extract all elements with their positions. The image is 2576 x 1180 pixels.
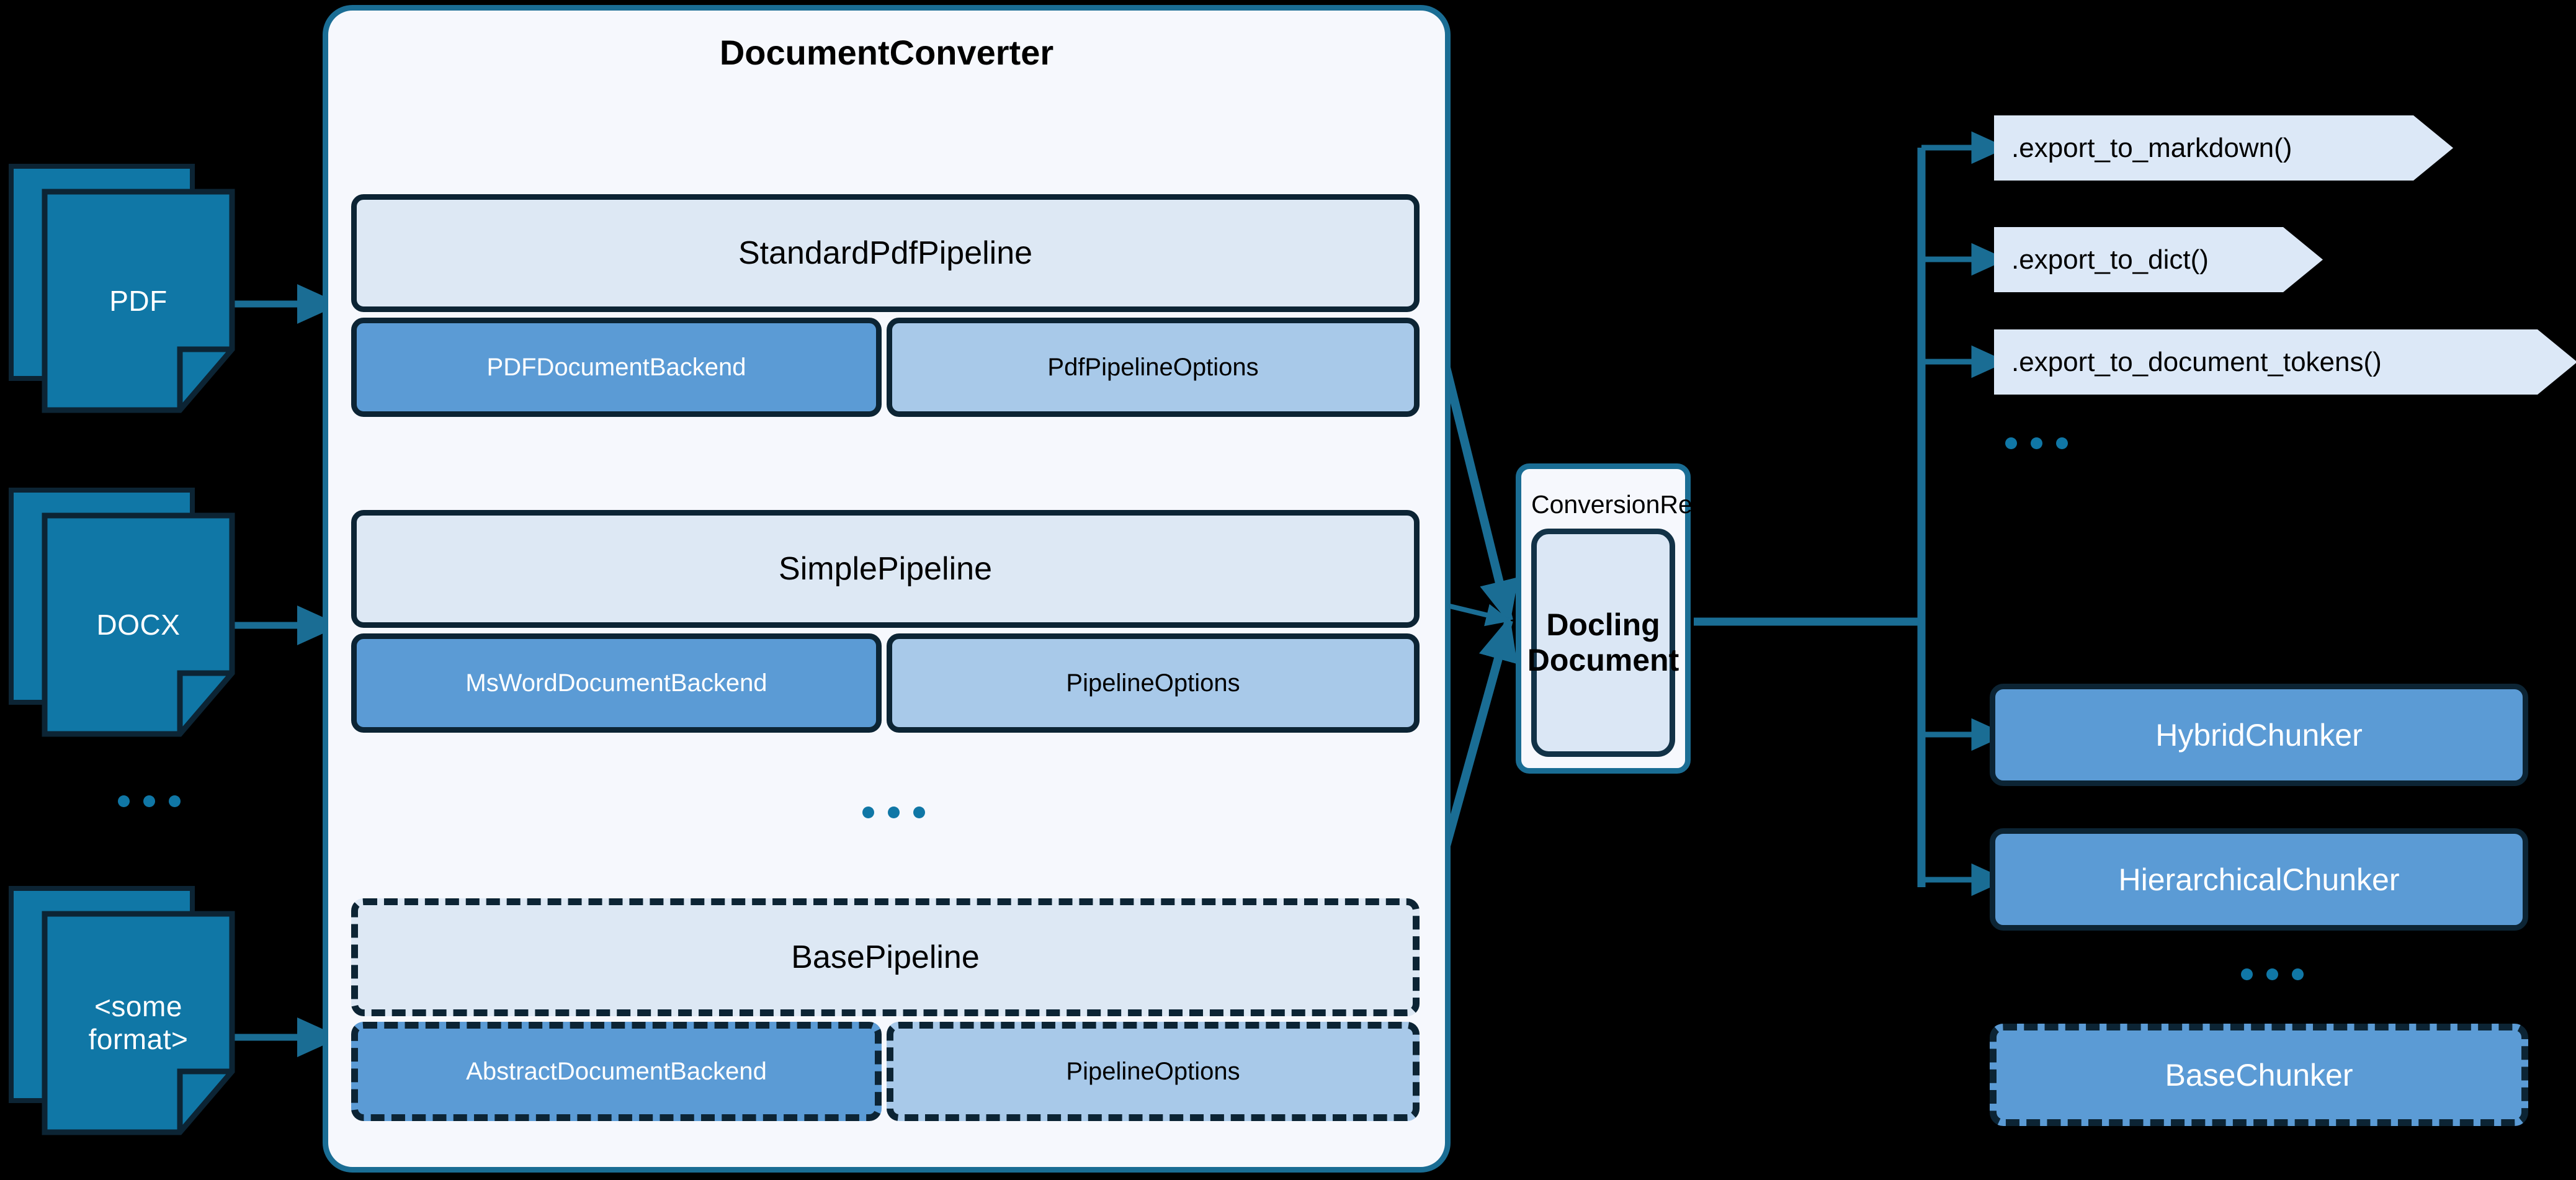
input-document-other-format[interactable]: <some format>: [9, 886, 239, 1140]
pipeline-basepipeline-header[interactable]: BasePipeline: [351, 898, 1420, 1016]
pipeline-basepipeline-backend[interactable]: AbstractDocumentBackend: [351, 1022, 882, 1121]
document-outline: [42, 189, 235, 413]
docling-document-line2: Document: [1527, 643, 1679, 677]
docling-document-line1: Docling: [1546, 607, 1660, 642]
pipeline-standardpdfpipeline-backend[interactable]: PDFDocumentBackend: [351, 318, 882, 417]
document-converter-title: DocumentConverter: [719, 33, 1054, 72]
export-to-document-tokens-chip[interactable]: .export_to_document_tokens(): [1994, 329, 2576, 395]
chunker-hybrid[interactable]: HybridChunker: [1990, 684, 2528, 786]
pipeline-simplepipeline-backend[interactable]: MsWordDocumentBackend: [351, 633, 882, 733]
input-ellipsis: [118, 795, 181, 807]
document-front-sheet: [45, 516, 232, 734]
input-document-docx[interactable]: DOCX: [9, 488, 239, 742]
input-document-pdf[interactable]: PDF: [9, 164, 239, 418]
chunker-hierarchical[interactable]: HierarchicalChunker: [1990, 828, 2528, 931]
export-to-dict-chip[interactable]: .export_to_dict(): [1994, 227, 2323, 292]
pipeline-simplepipeline-options[interactable]: PipelineOptions: [887, 633, 1420, 733]
converter-ellipsis: [862, 807, 925, 818]
pipeline-basepipeline-options[interactable]: PipelineOptions: [887, 1022, 1420, 1121]
pipeline-standardpdfpipeline-header[interactable]: StandardPdfPipeline: [351, 194, 1420, 312]
document-front-sheet: [45, 192, 232, 410]
conversion-result-label: ConversionResult: [1531, 490, 1732, 519]
chunker-base[interactable]: BaseChunker: [1990, 1024, 2528, 1126]
chunkers-ellipsis: [2241, 968, 2304, 980]
docling-document-box[interactable]: Docling Document: [1527, 529, 1679, 757]
document-label: PDF: [109, 284, 168, 317]
document-label: <some format>: [45, 914, 232, 1132]
document-label-line1: <some: [94, 990, 182, 1023]
document-label: DOCX: [96, 608, 181, 641]
exports-ellipsis: [2005, 437, 2068, 449]
document-label-line2: format>: [88, 1023, 189, 1055]
pipeline-simplepipeline-header[interactable]: SimplePipeline: [351, 510, 1420, 628]
pipeline-standardpdfpipeline-options[interactable]: PdfPipelineOptions: [887, 318, 1420, 417]
document-front-sheet: [45, 914, 232, 1132]
export-to-markdown-chip[interactable]: .export_to_markdown(): [1994, 115, 2453, 181]
document-outline: [42, 512, 235, 737]
document-outline: [42, 911, 235, 1135]
